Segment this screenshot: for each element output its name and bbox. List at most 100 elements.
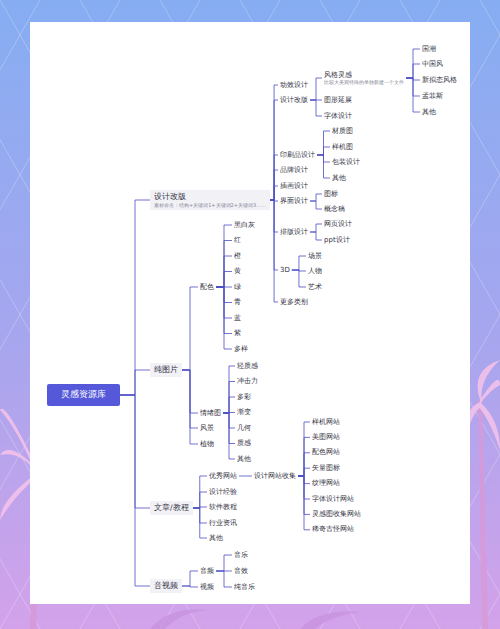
- branch-connector: [270, 170, 278, 200]
- palm-right: [465, 360, 500, 629]
- branch-connector: [120, 370, 150, 395]
- topic-label: 蓝: [234, 314, 241, 323]
- topic-label: 插画设计: [280, 182, 308, 191]
- branch-connector: [216, 571, 232, 587]
- subtopic-node: 多彩: [235, 392, 253, 403]
- topic-label: 音效: [234, 567, 248, 576]
- subtopic-node: 音频: [198, 566, 216, 577]
- branch-connector: [310, 201, 322, 209]
- topic-label: 质感: [237, 439, 251, 448]
- note-text: 比较大美观特殊的单独新建一个文件: [324, 79, 404, 85]
- topic-label: 更多类别: [280, 298, 308, 307]
- topic-label: 风格灵感: [324, 71, 404, 80]
- branch-connector: [216, 272, 232, 288]
- subtopic-node: 纹理网站: [310, 478, 342, 489]
- branch-connector: [270, 155, 278, 200]
- branch-connector: [182, 370, 198, 444]
- branch-connector: [317, 147, 330, 155]
- subtopic-node: 红: [232, 235, 243, 246]
- subtopic-node: 渐变: [235, 407, 253, 418]
- subtopic-node: 风景: [198, 423, 216, 434]
- topic-node: 纯图片: [150, 363, 182, 376]
- branch-connector: [223, 382, 235, 414]
- branch-connector: [216, 256, 232, 287]
- branch-connector: [182, 586, 198, 587]
- subtopic-node: 国潮: [420, 44, 438, 55]
- topic-label: 包装设计: [332, 158, 360, 167]
- subtopic-node: 其他: [235, 454, 253, 465]
- subtopic-node: 灵感图收集网站: [310, 509, 363, 520]
- topic-label: 灵感资源库: [61, 389, 106, 400]
- branch-connector: [292, 270, 306, 287]
- subtopic-node: 材质图: [330, 126, 355, 137]
- subtopic-node: 矢量图标: [310, 463, 342, 474]
- subtopic-node: 青: [232, 297, 243, 308]
- topic-label: 字体设计网站: [312, 495, 354, 504]
- subtopic-node: 品牌设计: [278, 165, 310, 176]
- topic-label: 界面设计: [280, 197, 308, 206]
- subtopic-node: 印刷品设计: [278, 150, 317, 161]
- topic-label: 美图网站: [312, 433, 340, 442]
- subtopic-node: 几何: [235, 423, 253, 434]
- topic-label: 排版设计: [280, 228, 308, 237]
- topic-label: 其他: [237, 455, 251, 464]
- topic-node: 文章/教程: [150, 501, 193, 514]
- topic-label: 印刷品设计: [280, 151, 315, 160]
- subtopic-node: 其他: [330, 173, 348, 184]
- topic-label: 纹理网站: [312, 479, 340, 488]
- subtopic-node: 紫: [232, 328, 243, 339]
- subtopic-node: 行业资讯: [207, 518, 239, 529]
- subtopic-node: 稀奇古怪网站: [310, 524, 356, 535]
- subtopic-node: 场景: [306, 251, 324, 262]
- branch-connector: [406, 78, 420, 112]
- topic-label: 黑白灰: [234, 221, 255, 230]
- topic-label: 纯音乐: [234, 583, 255, 592]
- subtopic-node: 风格灵感比较大美观特殊的单独新建一个文件: [322, 70, 406, 87]
- subtopic-node: 样机图: [330, 142, 355, 153]
- topic-label: 几何: [237, 424, 251, 433]
- subtopic-node: 孟菲斯: [420, 91, 445, 102]
- subtopic-node: 新拟态风格: [420, 75, 459, 86]
- topic-label: 配色: [200, 283, 214, 292]
- branch-connector: [270, 100, 278, 200]
- subtopic-node: 3D: [278, 265, 292, 276]
- branch-connector: [182, 287, 198, 370]
- topic-label: 红: [234, 236, 241, 245]
- branch-connector: [223, 397, 235, 413]
- topic-label: 样机网站: [312, 418, 340, 427]
- topic-label: 矢量图标: [312, 464, 340, 473]
- topic-label: 纯图片: [154, 365, 178, 374]
- branch-connector: [298, 476, 310, 530]
- branch-connector: [223, 413, 235, 459]
- branch-connector: [317, 155, 330, 178]
- subtopic-node: 黄: [232, 266, 243, 277]
- subtopic-node: 排版设计: [278, 227, 310, 238]
- branch-connector: [310, 224, 322, 232]
- topic-label: 视频: [200, 583, 214, 592]
- topic-label: 材质图: [332, 127, 353, 136]
- topic-label: 设计网站收集: [254, 472, 296, 481]
- topic-label: 网页设计: [324, 220, 352, 229]
- branch-connector: [298, 468, 310, 476]
- branch-connector: [193, 492, 207, 508]
- topic-label: 灵感图收集网站: [312, 510, 361, 519]
- topic-label: 3D: [280, 266, 290, 275]
- branch-connector: [310, 194, 322, 201]
- topic-label: 冲击力: [237, 377, 258, 386]
- topic-label: 风景: [200, 424, 214, 433]
- subtopic-node: 艺术: [306, 282, 324, 293]
- topic-label: 其他: [422, 108, 436, 117]
- branch-connector: [298, 453, 310, 476]
- topic-label: ppt设计: [324, 236, 350, 245]
- topic-label: 音视频: [154, 581, 178, 590]
- topic-label: 多样: [234, 345, 248, 354]
- topic-label: 人物: [308, 267, 322, 276]
- topic-node: 音视频: [150, 579, 182, 592]
- topic-label: 艺术: [308, 283, 322, 292]
- subtopic-node: 图标: [322, 189, 340, 200]
- branch-connector: [310, 232, 322, 240]
- branch-connector: [216, 555, 232, 571]
- card: [30, 22, 470, 604]
- topic-label: 音乐: [234, 551, 248, 560]
- branch-connector: [120, 200, 150, 395]
